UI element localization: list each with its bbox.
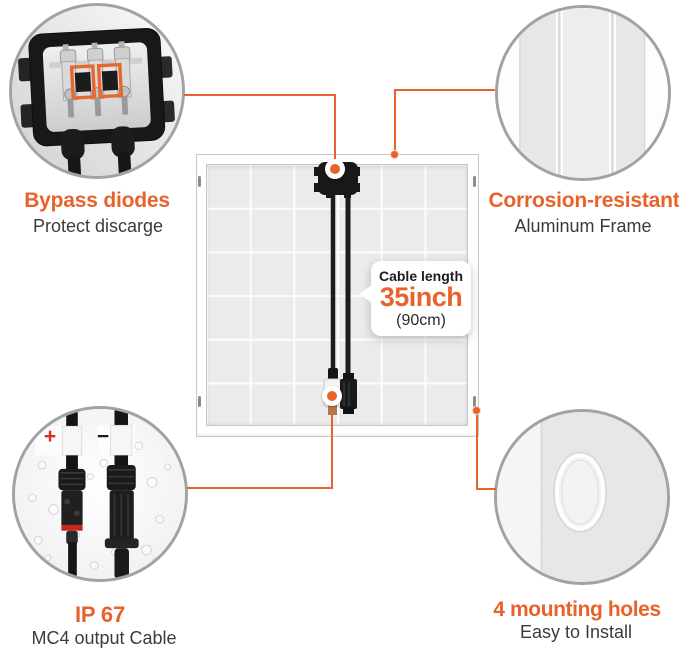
cable-length-bubble: Cable length 35inch (90cm) — [359, 261, 471, 336]
callout-dot-junction-box — [325, 159, 345, 179]
cable-length-value: 35inch — [379, 282, 463, 312]
feature-title-corrosion-resistant: Corrosion-resistant — [488, 189, 679, 212]
junction-box-photo — [9, 3, 185, 179]
feature-title-ip67: IP 67 — [75, 602, 125, 627]
mc4-connectors-illustration — [15, 409, 185, 579]
junction-box-illustration — [12, 6, 182, 176]
junction-box-and-cables — [314, 162, 360, 415]
mc4-connectors-photo — [12, 406, 188, 582]
cable-length-label: Cable length — [378, 268, 463, 284]
feature-subtitle-corrosion-resistant: Aluminum Frame — [514, 216, 652, 236]
callout-line-frame-vertical — [394, 89, 396, 150]
plus-polarity-label: + — [43, 425, 57, 448]
mounting-hole-photo — [494, 409, 670, 585]
mounting-hole-illustration — [497, 412, 667, 582]
callout-line-ip67-vertical — [331, 406, 333, 489]
bypass-diode-highlights — [69, 62, 124, 100]
callout-dot-inner — [327, 391, 337, 401]
negative-cable — [98, 409, 139, 579]
feature-subtitle-ip67: MC4 output Cable — [31, 628, 177, 648]
callout-dot-connector — [322, 386, 342, 406]
callout-line-mounting-horizontal — [476, 488, 496, 490]
feature-subtitle-mounting-holes: Easy to Install — [519, 622, 633, 642]
mounting-slot-bottom-right — [473, 396, 476, 407]
callout-line-bypass-horizontal — [184, 94, 336, 96]
bubble-tail — [359, 285, 372, 303]
aluminum-frame-photo — [495, 5, 671, 181]
callout-line-ip67-horizontal — [187, 487, 333, 489]
callout-line-bypass-vertical — [334, 94, 336, 160]
minus-polarity-label: − — [96, 425, 110, 448]
callout-line-mounting-vertical — [476, 415, 478, 490]
cable-length-metric: (90cm) — [396, 311, 446, 329]
callout-dot-mounting-edge — [472, 406, 481, 415]
mounting-slot-top-right — [473, 176, 476, 187]
positive-cable — [35, 409, 86, 579]
callout-line-frame-horizontal — [394, 89, 495, 91]
aluminum-frame-illustration — [498, 8, 668, 178]
mounting-slot-top-left — [198, 176, 201, 187]
feature-title-bypass-diodes: Bypass diodes — [24, 189, 170, 212]
callout-dot-frame-edge — [390, 150, 399, 159]
mc4-plug-right — [340, 373, 357, 414]
feature-subtitle-bypass-diodes: Protect discarge — [32, 216, 164, 236]
feature-title-mounting-holes: 4 mounting holes — [493, 598, 661, 621]
callout-dot-inner — [330, 164, 340, 174]
mounting-slot-bottom-left — [198, 396, 201, 407]
